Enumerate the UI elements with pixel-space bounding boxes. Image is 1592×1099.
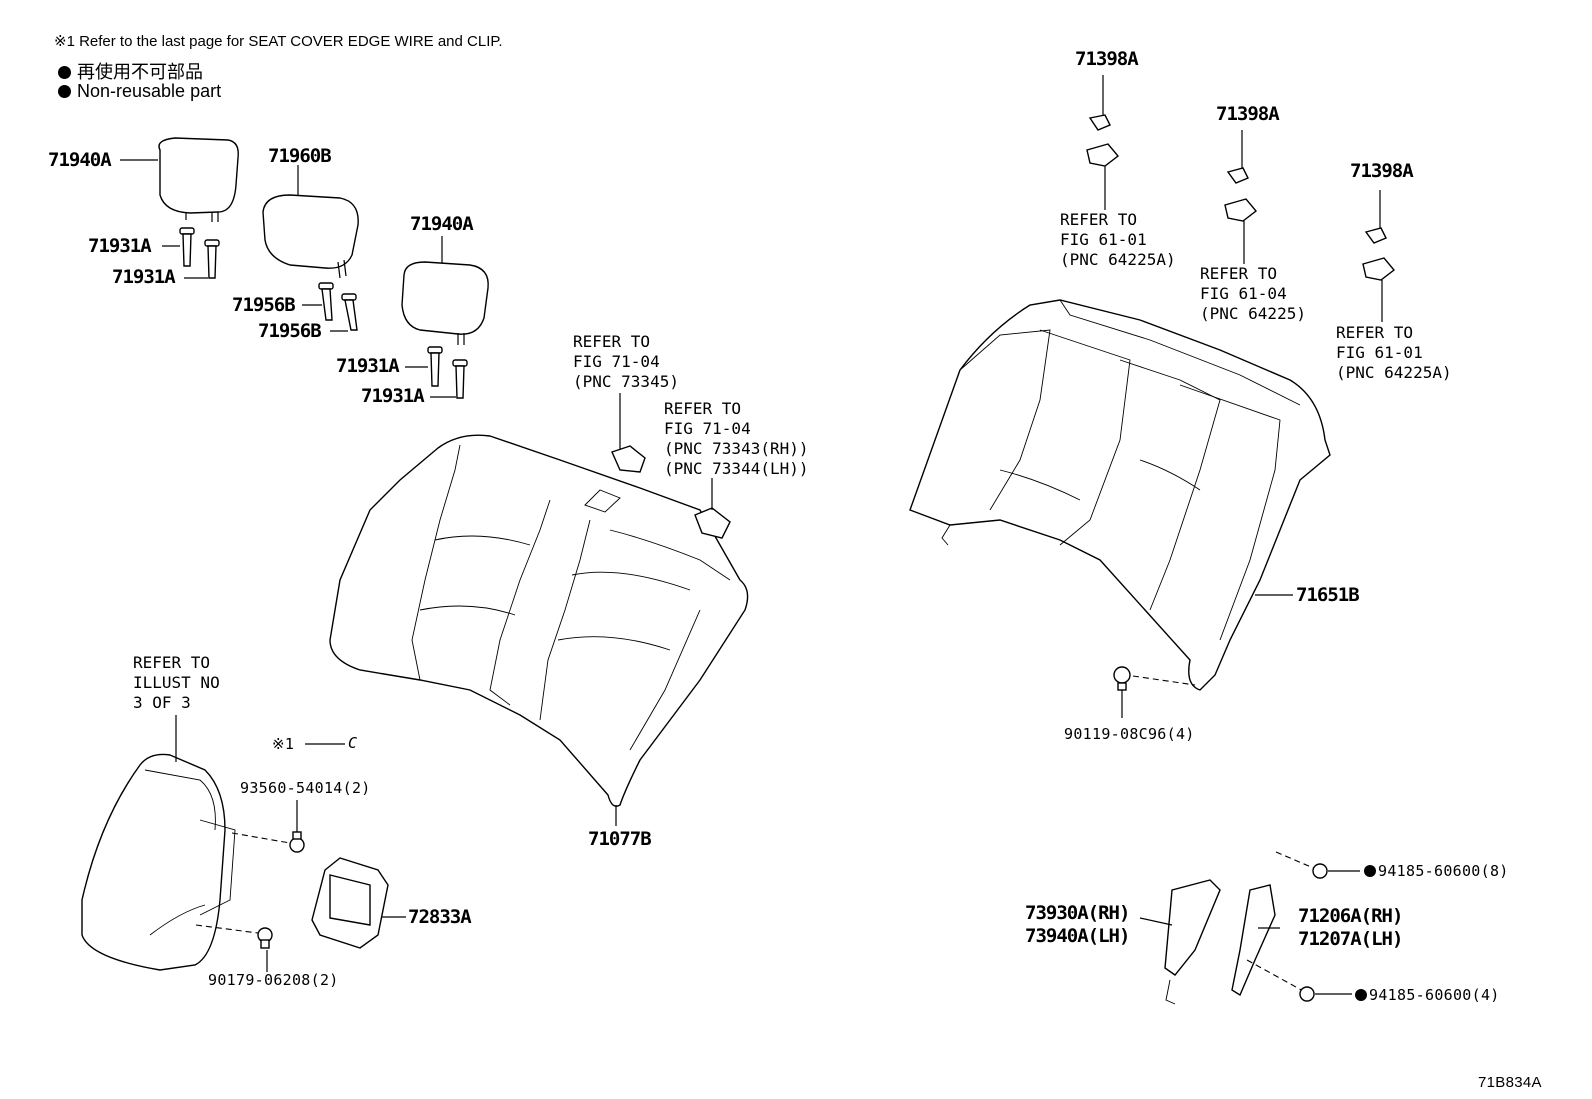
hook-71398A-2 bbox=[1224, 167, 1258, 222]
label-90179: 90179-06208(2) bbox=[208, 971, 339, 989]
label-71956B-2: 71956B bbox=[258, 320, 322, 342]
headrest-71940A-right bbox=[401, 261, 489, 345]
hook-71398A-1 bbox=[1086, 114, 1120, 167]
label-71206A: 71206A(RH) bbox=[1298, 905, 1403, 927]
armrest-assembly bbox=[81, 753, 236, 971]
label-73940A: 73940A(LH) bbox=[1025, 925, 1130, 947]
label-90119: 90119-08C96(4) bbox=[1064, 725, 1195, 743]
nut-94185-8 bbox=[1312, 863, 1328, 879]
label-71956B-1: 71956B bbox=[232, 294, 296, 316]
headrest-71940A-left bbox=[158, 137, 239, 222]
non-reusable-note-jp: 再使用不可部品 bbox=[58, 58, 203, 84]
refer-fig-61-04: REFER TO FIG 61-04 (PNC 64225) bbox=[1200, 264, 1306, 323]
label-71940A-right: 71940A bbox=[410, 213, 474, 235]
nut-90179 bbox=[257, 927, 273, 949]
label-94185-4-text: 94185-60600(4) bbox=[1369, 986, 1500, 1004]
pin-71931A-4 bbox=[452, 359, 468, 399]
bracket-73345 bbox=[611, 445, 646, 473]
bolt-93560 bbox=[289, 831, 305, 853]
label-71940A-left: 71940A bbox=[48, 149, 112, 171]
clip-glyph: C bbox=[348, 734, 358, 752]
label-71931A-1: 71931A bbox=[88, 235, 152, 257]
pin-71931A-3 bbox=[427, 346, 443, 387]
label-71931A-2: 71931A bbox=[112, 266, 176, 288]
label-94185-8-text: 94185-60600(8) bbox=[1378, 862, 1509, 880]
figure-id: 71B834A bbox=[1478, 1074, 1542, 1091]
label-71398A-3: 71398A bbox=[1350, 160, 1414, 182]
headrest-71960B-center bbox=[262, 194, 359, 279]
hook-71398A-3 bbox=[1362, 227, 1396, 281]
label-71207A: 71207A(LH) bbox=[1298, 928, 1403, 950]
pin-71931A-2 bbox=[204, 239, 220, 279]
label-71960B: 71960B bbox=[268, 145, 332, 167]
bracket-73343-73344 bbox=[694, 507, 731, 539]
refer-illust-3-of-3: REFER TO ILLUST NO 3 OF 3 bbox=[133, 653, 220, 712]
bolt-90119 bbox=[1113, 666, 1131, 691]
non-reusable-dot-icon bbox=[58, 85, 71, 98]
non-reusable-label-jp: 再使用不可部品 bbox=[77, 62, 203, 82]
label-94185-4: 94185-60600(4) bbox=[1355, 986, 1500, 1004]
label-71651B: 71651B bbox=[1296, 584, 1360, 606]
bracket-73930A-73940A bbox=[1164, 879, 1221, 1005]
armrest-bezel-72833A bbox=[311, 857, 389, 949]
label-93560: 93560-54014(2) bbox=[240, 779, 371, 797]
refer-fig-71-04-a: REFER TO FIG 71-04 (PNC 73345) bbox=[573, 332, 679, 391]
refer-fig-61-01-a: REFER TO FIG 61-01 (PNC 64225A) bbox=[1060, 210, 1176, 269]
bracket-71206A-71207A bbox=[1231, 884, 1276, 997]
label-73930A: 73930A(RH) bbox=[1025, 902, 1130, 924]
non-reusable-dot-icon bbox=[1355, 989, 1367, 1001]
non-reusable-dot-icon bbox=[58, 66, 71, 79]
pin-71931A-1 bbox=[179, 227, 195, 267]
nut-94185-4 bbox=[1299, 986, 1315, 1002]
callout-note-1: ※1 bbox=[272, 735, 295, 753]
label-94185-8: 94185-60600(8) bbox=[1364, 862, 1509, 880]
seatback-cover-71077B bbox=[329, 434, 749, 807]
non-reusable-label-en: Non-reusable part bbox=[77, 81, 222, 101]
edge-wire-note: ※1 Refer to the last page for SEAT COVER… bbox=[54, 33, 503, 50]
label-71398A-2: 71398A bbox=[1216, 103, 1280, 125]
label-71931A-4: 71931A bbox=[361, 385, 425, 407]
label-71931A-3: 71931A bbox=[336, 355, 400, 377]
label-72833A: 72833A bbox=[408, 906, 472, 928]
pin-71956B-2 bbox=[341, 293, 358, 331]
pin-71956B-1 bbox=[318, 282, 334, 321]
label-71077B: 71077B bbox=[588, 828, 652, 850]
seatback-frame-71651B bbox=[909, 299, 1331, 691]
non-reusable-note-en: Non-reusable part bbox=[58, 81, 221, 102]
non-reusable-dot-icon bbox=[1364, 865, 1376, 877]
refer-fig-71-04-b: REFER TO FIG 71-04 (PNC 73343(RH)) (PNC … bbox=[664, 399, 809, 478]
refer-fig-61-01-b: REFER TO FIG 61-01 (PNC 64225A) bbox=[1336, 323, 1452, 382]
label-71398A-1: 71398A bbox=[1075, 48, 1139, 70]
